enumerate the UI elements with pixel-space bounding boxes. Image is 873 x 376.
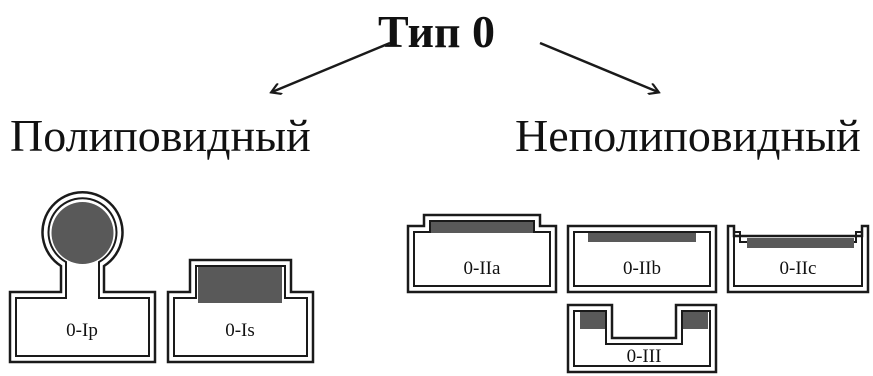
lesion-0-ip: 0-Ip [8, 191, 157, 364]
lesion-0-is: 0-Is [166, 258, 315, 364]
lesion-0-iib-label: 0-IIb [623, 258, 661, 279]
lesion-0-is-polyp [198, 267, 282, 303]
arrow-to-polypoid [272, 41, 391, 92]
lesion-0-is-label: 0-Is [225, 320, 255, 341]
lesion-0-iia-label: 0-IIa [464, 258, 501, 279]
category-nonpolypoid-label: Неполиповидный [515, 110, 861, 161]
lesion-0-iic-lesion [747, 238, 854, 248]
lesion-0-iia: 0-IIa [406, 213, 558, 294]
arrow-to-nonpolypoid [539, 41, 658, 92]
lesion-0-ip-polyp [51, 202, 114, 264]
lesion-0-iib: 0-IIb [566, 224, 718, 294]
lesion-0-iic: 0-IIc [726, 224, 870, 294]
lesion-0-iii-right-edge [683, 312, 708, 329]
lesion-0-iib-lesion [588, 233, 696, 242]
lesion-0-iii-label: 0-III [627, 346, 662, 367]
lesion-0-iia-lesion [431, 222, 533, 233]
lesion-0-iii: 0-III [566, 303, 718, 374]
category-polypoid-label: Полиповидный [10, 110, 311, 161]
lesion-0-iic-label: 0-IIc [780, 258, 817, 279]
lesion-0-iii-left-edge [580, 312, 605, 329]
lesion-0-ip-label: 0-Ip [66, 320, 98, 341]
